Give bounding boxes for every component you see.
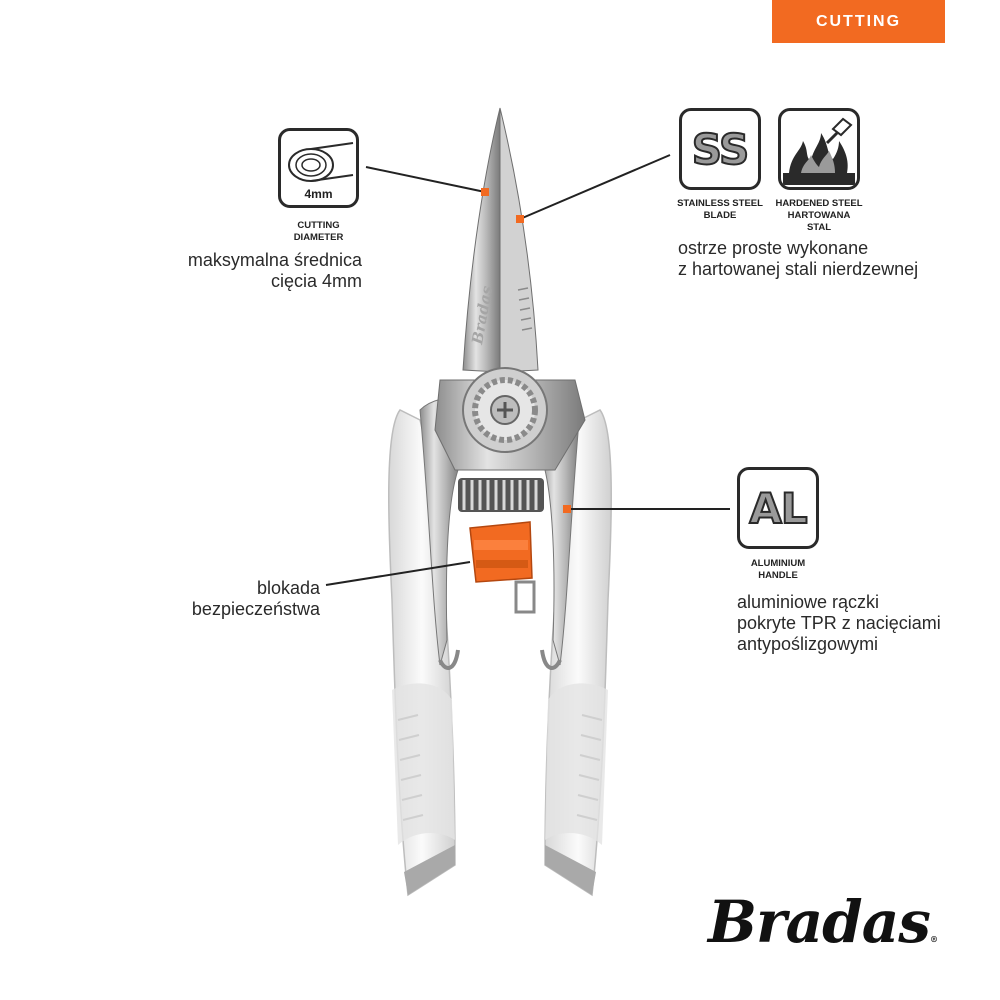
caption-line: DIAMETER [293,232,344,243]
brand-logo: Bradas® [708,888,938,956]
desc-line: cięcia 4mm [270,271,362,291]
icon-label: 4mm [304,187,333,201]
desc-line: maksymalna średnica [187,250,362,270]
stainless-steel-caption: STAINLESS STEEL BLADE [670,198,770,222]
desc-line: aluminiowe rączki [737,592,880,612]
marker-dot [481,188,489,196]
category-tag: CUTTING [772,0,945,43]
icon-text: AL [748,483,808,534]
cutting-diameter-icon: 4mm [278,128,359,208]
cutting-diameter-caption: CUTTING DIAMETER [268,220,369,244]
marker-dot [563,505,571,513]
caption-line: STAINLESS STEEL [677,198,763,209]
caption-line: STAL [806,222,832,233]
caption-line: ALUMINIUM [750,558,806,569]
cutting-diameter-description: maksymalna średnica cięcia 4mm [140,250,362,292]
blade-description: ostrze proste wykonane z hartowanej stal… [678,238,978,280]
blade [462,107,501,373]
flame-icon [778,108,860,190]
stainless-steel-icon: SS [679,108,761,190]
safety-lock-description: blokada bezpieczeństwa [150,578,320,620]
aluminium-caption: ALUMINIUM HANDLE [728,558,828,582]
hardened-steel-caption: HARDENED STEEL HARTOWANA STAL [769,198,869,234]
desc-line: bezpieczeństwa [191,599,320,619]
brand-name: Bradas [708,888,931,956]
caption-line: CUTTING [297,220,340,231]
spring [458,478,544,512]
icon-text: SS [691,124,751,175]
caption-line: HARTOWANA [787,210,851,221]
caption-line: HANDLE [758,570,798,581]
caption-line: BLADE [703,210,737,221]
desc-line: antypoślizgowymi [737,634,879,654]
aluminium-icon: AL [737,467,819,549]
registered-mark: ® [929,934,938,944]
desc-line: ostrze proste wykonane [678,238,869,258]
caption-line: HARDENED STEEL [775,198,863,209]
desc-line: pokryte TPR z nacięciami [737,613,941,633]
desc-line: z hartowanej stali nierdzewnej [678,259,919,279]
aluminium-description: aluminiowe rączki pokryte TPR z nacięcia… [737,592,987,655]
safety-lock [469,521,533,583]
marker-dot [516,215,524,223]
desc-line: blokada [256,578,320,598]
